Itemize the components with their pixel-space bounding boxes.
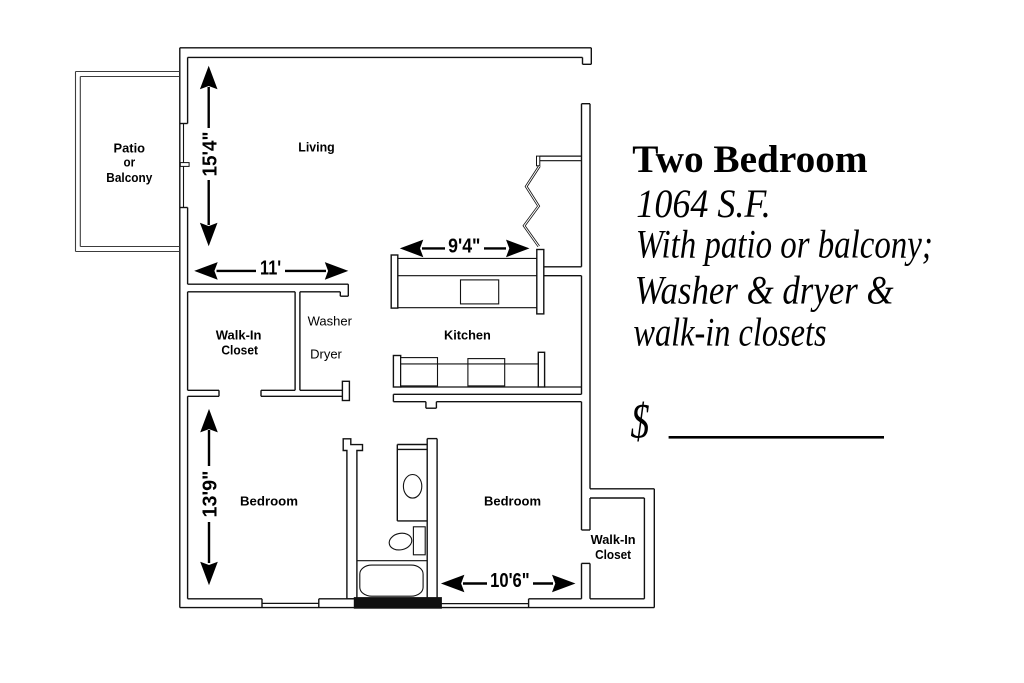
svg-text:With patio or balcony;: With patio or balcony; — [636, 222, 933, 267]
svg-text:13'9": 13'9" — [200, 471, 222, 518]
svg-text:Washer & dryer &: Washer & dryer & — [635, 267, 894, 312]
svg-text:$: $ — [631, 393, 650, 449]
svg-text:Balcony: Balcony — [106, 170, 153, 185]
svg-text:Walk-In: Walk-In — [216, 328, 262, 343]
svg-text:Closet: Closet — [221, 342, 258, 357]
svg-text:or: or — [124, 154, 136, 169]
svg-text:Walk-In: Walk-In — [591, 533, 636, 547]
svg-text:Washer: Washer — [308, 313, 353, 328]
svg-text:1064 S.F.: 1064 S.F. — [636, 181, 771, 226]
svg-text:11': 11' — [260, 257, 281, 279]
svg-text:Bedroom: Bedroom — [240, 493, 298, 508]
svg-text:Living: Living — [298, 140, 334, 155]
svg-text:Kitchen: Kitchen — [444, 327, 491, 342]
svg-text:Patio: Patio — [114, 141, 146, 156]
svg-text:9'4": 9'4" — [448, 236, 480, 258]
svg-text:Closet: Closet — [595, 548, 632, 562]
svg-text:10'6": 10'6" — [490, 570, 530, 592]
svg-text:Dryer: Dryer — [310, 347, 342, 362]
svg-text:walk-in closets: walk-in closets — [633, 310, 826, 355]
svg-text:15'4": 15'4" — [200, 132, 222, 177]
svg-text:Two Bedroom: Two Bedroom — [632, 138, 867, 181]
svg-text:Bedroom: Bedroom — [484, 493, 541, 508]
